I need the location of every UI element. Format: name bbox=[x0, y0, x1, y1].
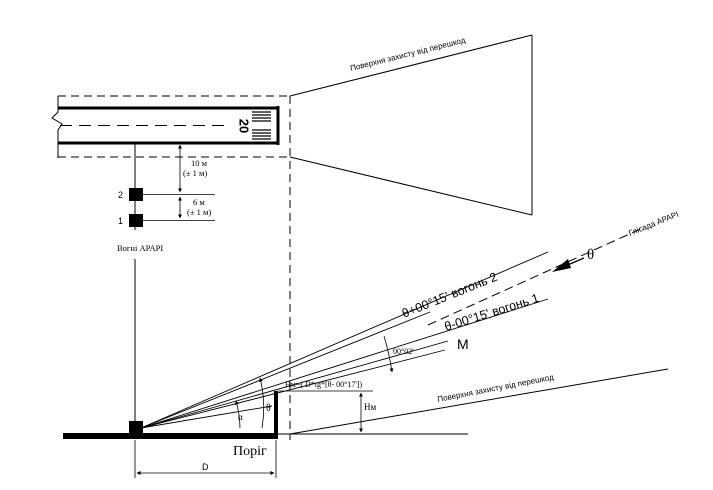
dim-10m-value: 10 м bbox=[191, 158, 208, 168]
light-2-label: 2 bbox=[118, 190, 123, 200]
lower-surface-label: Поверхня захисту від перешкод bbox=[437, 373, 555, 404]
runway-designator: 20 bbox=[237, 119, 252, 133]
angle-002-label: 00°02' bbox=[393, 347, 414, 356]
upper-surface-label: Поверхня захисту від перешкод bbox=[349, 36, 466, 73]
runway-plan: 20 bbox=[51, 95, 290, 158]
formula-label: Hм=( D*tg*[θ- 00°17']) bbox=[285, 380, 362, 389]
apapi-light-1 bbox=[129, 214, 143, 227]
dim-10m-tolerance: (± 1 м) bbox=[183, 168, 207, 178]
apapi-unit-profile bbox=[129, 421, 143, 434]
lights-caption: Вогні APAPI bbox=[117, 243, 163, 253]
distance-d-label: D bbox=[202, 462, 209, 472]
hm-label: Hм bbox=[364, 402, 376, 412]
light-1-label: 1 bbox=[118, 216, 123, 226]
approach-arrow bbox=[552, 257, 585, 272]
dim-6m-tolerance: (± 1 м) bbox=[187, 207, 211, 217]
threshold-label: Поріг bbox=[233, 444, 267, 459]
dim-6m-value: 6 м bbox=[193, 197, 205, 207]
apapi-light-2 bbox=[129, 188, 143, 201]
theta-symbol: θ bbox=[587, 247, 594, 263]
beam-m-label: M bbox=[457, 336, 469, 352]
threshold-markings bbox=[252, 111, 271, 140]
theta-small-label: θ bbox=[266, 403, 271, 414]
apapi-lights-plan: 2 1 Вогні APAPI 10 м (± 1 м) 6 м (± 1 м) bbox=[117, 143, 215, 425]
alpha-label: α bbox=[238, 412, 243, 422]
glide-path-label: Глісада APAPI bbox=[627, 210, 680, 238]
